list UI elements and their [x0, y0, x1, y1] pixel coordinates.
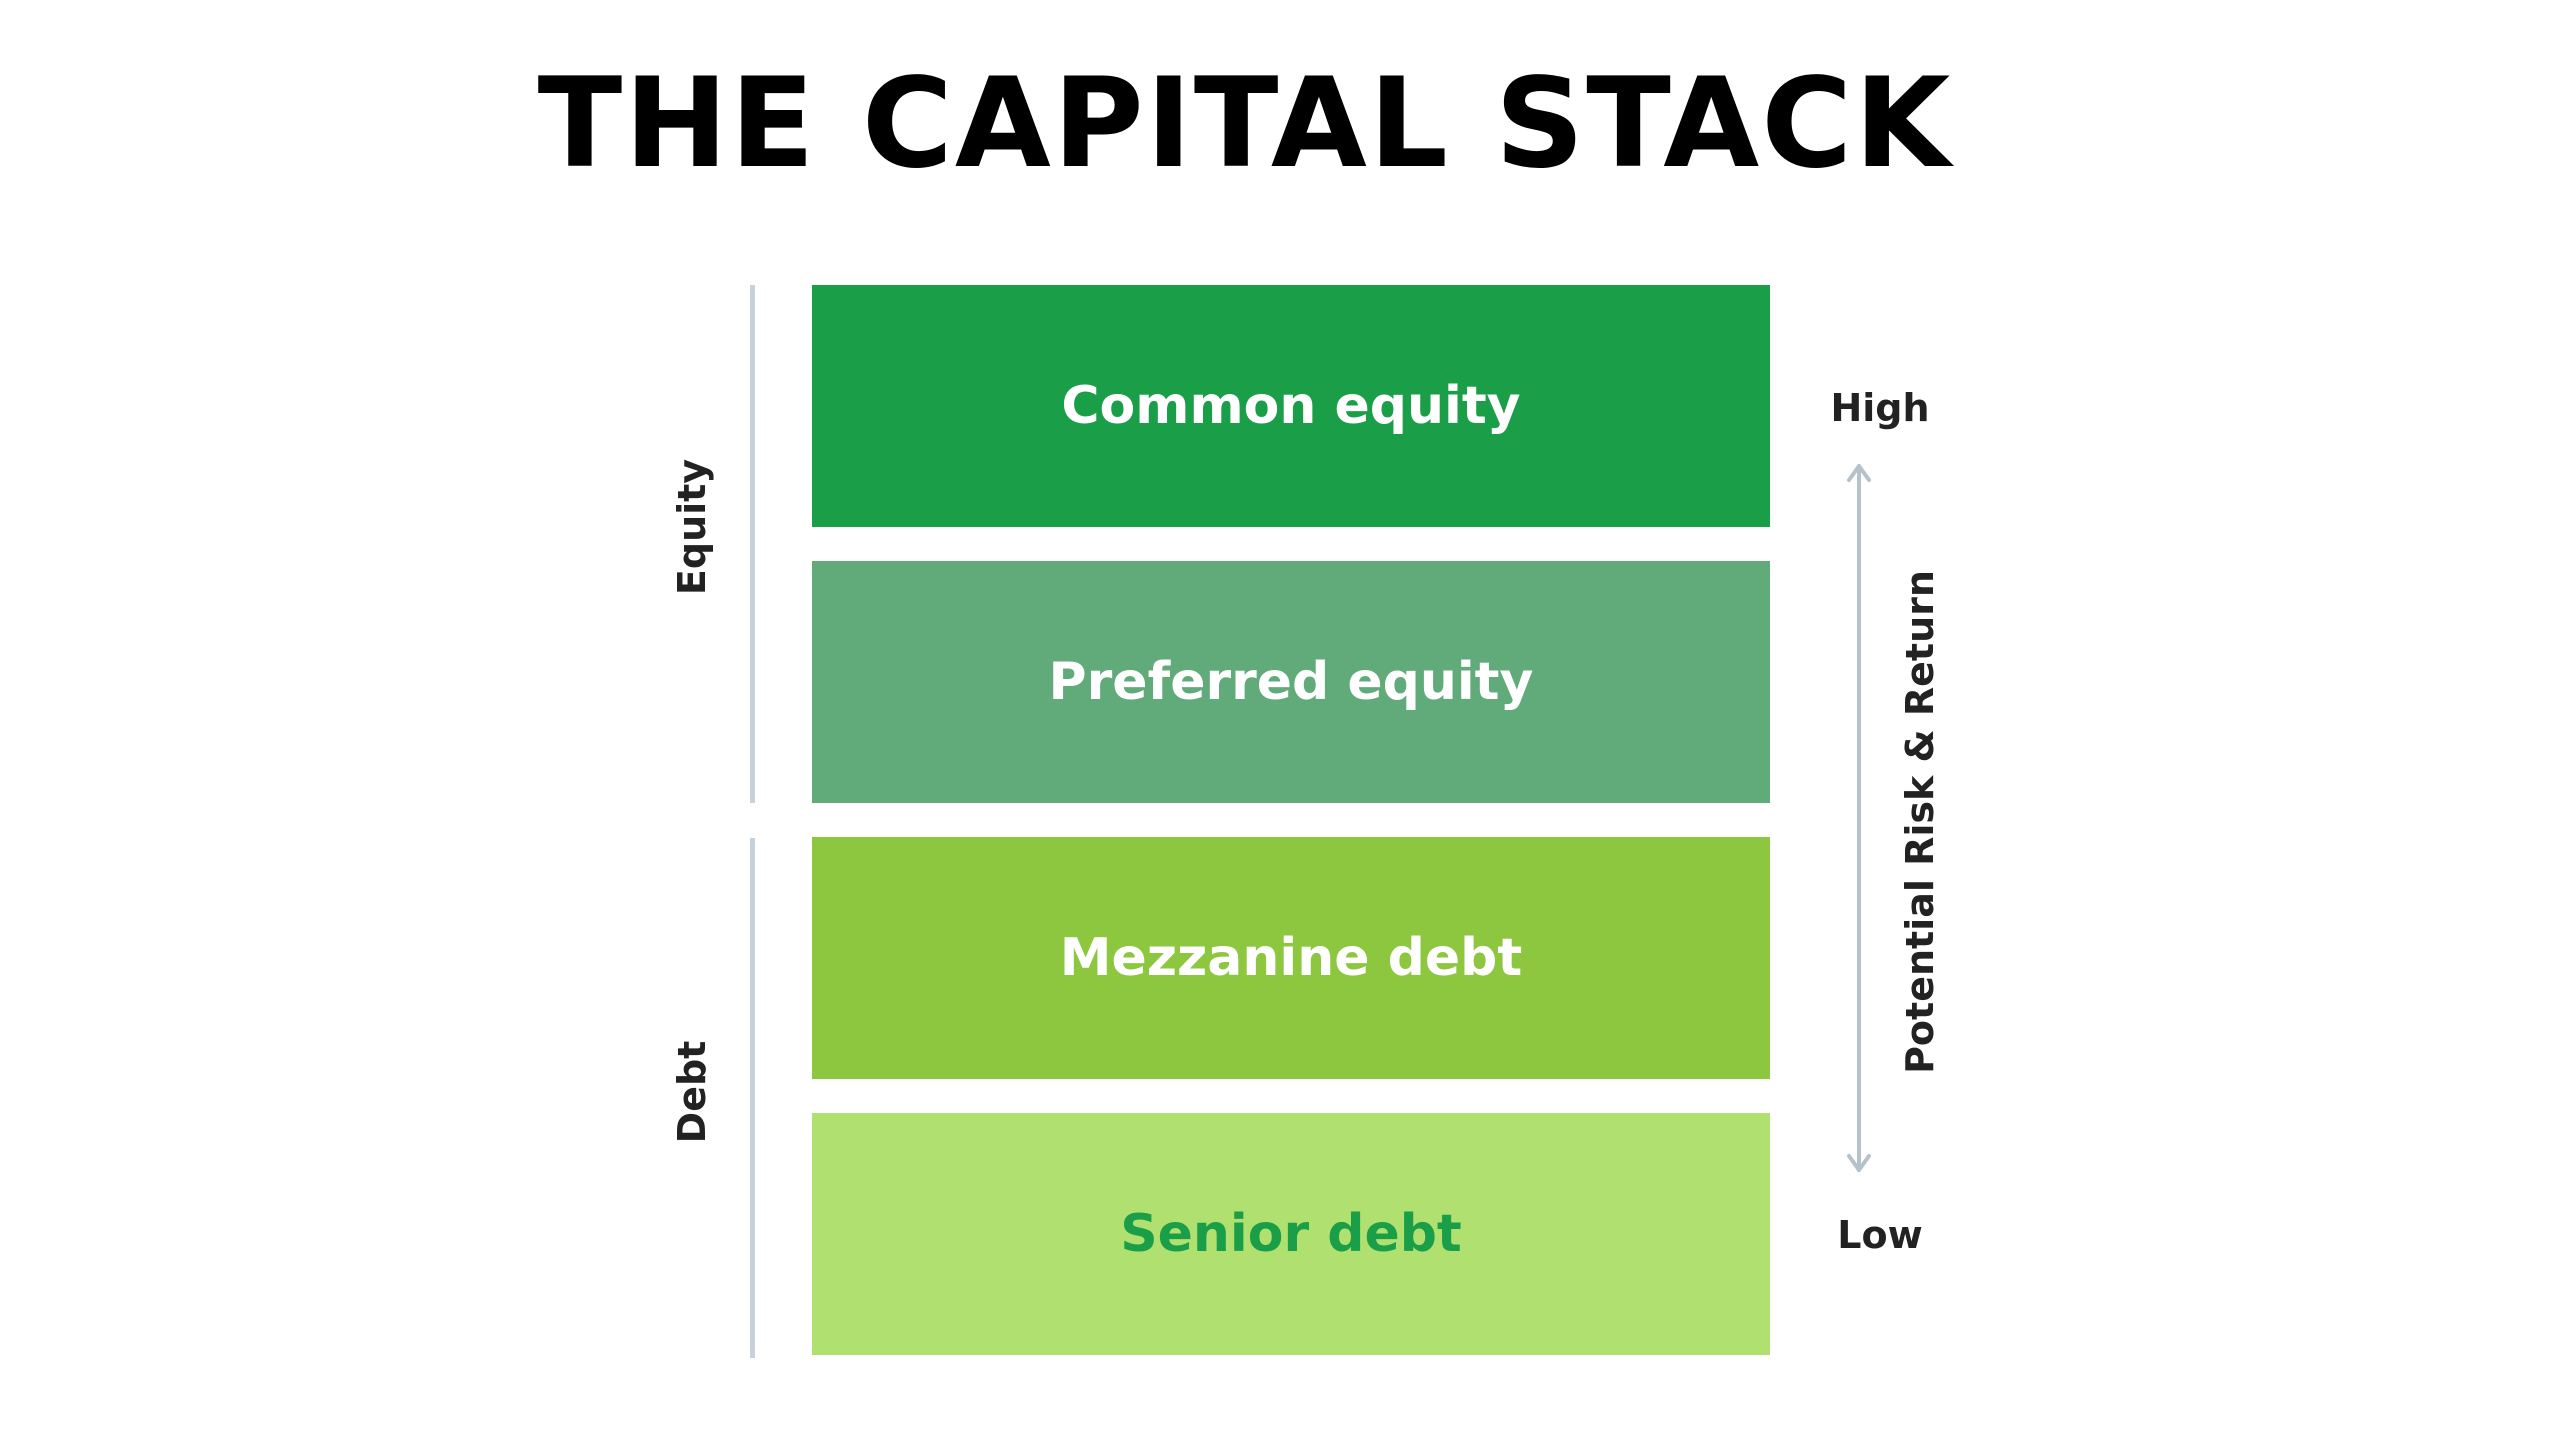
layer-label: Preferred equity — [1048, 652, 1534, 712]
layer-label: Senior debt — [1120, 1204, 1462, 1264]
equity-group-label: Equity — [670, 458, 714, 596]
debt-bracket-line — [750, 838, 755, 1358]
arrow-head-up — [1847, 464, 1871, 482]
double-arrow-icon — [1847, 464, 1871, 1172]
arrow-head-down — [1847, 1154, 1871, 1172]
low-label: Low — [1837, 1213, 1923, 1257]
page-title: THE CAPITAL STACK — [537, 52, 1953, 196]
risk-return-axis-label: Potential Risk & Return — [1898, 570, 1942, 1074]
layer-senior-debt: Senior debt — [812, 1113, 1770, 1355]
high-label: High — [1830, 386, 1930, 430]
layer-label: Common equity — [1061, 376, 1521, 436]
layer-mezzanine-debt: Mezzanine debt — [812, 837, 1770, 1079]
equity-bracket-line — [750, 285, 755, 803]
layer-common-equity: Common equity — [812, 285, 1770, 527]
layer-label: Mezzanine debt — [1059, 928, 1523, 988]
debt-group-label: Debt — [670, 1040, 714, 1144]
layer-preferred-equity: Preferred equity — [812, 561, 1770, 803]
